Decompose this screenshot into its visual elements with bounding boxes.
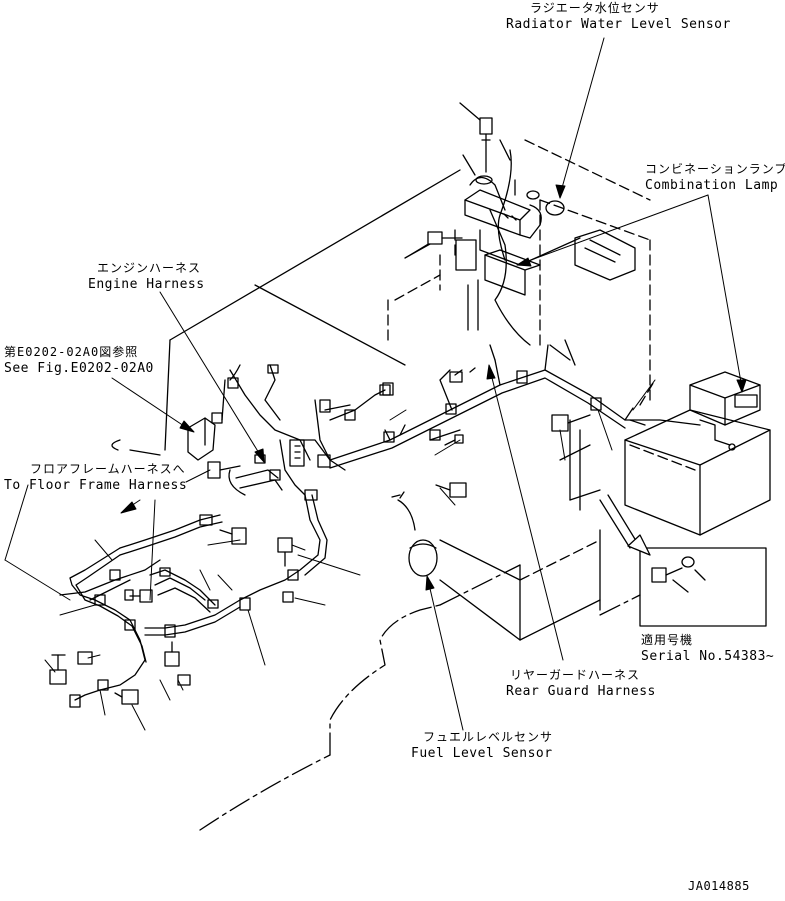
rear-guard-label-jp: リヤーガードハーネス (510, 668, 641, 682)
serial-inset (600, 495, 766, 626)
bolts (50, 415, 590, 704)
fuel-level-sensor (409, 540, 437, 576)
drawing-code: JA014885 (688, 879, 750, 893)
battery-box (550, 340, 770, 535)
radiator-assembly (405, 103, 635, 345)
serial-label-jp: 適用号機 (641, 633, 694, 647)
frame-outline (112, 140, 655, 830)
combination-lamp-label-jp: コンビネーションランプ (645, 162, 785, 176)
combination-lamp-label: Combination Lamp (645, 178, 779, 193)
engine-harness-label: Engine Harness (88, 277, 205, 292)
fuel-sensor-label-jp: フュエルレベルセンサ (423, 730, 554, 744)
combination-lamp (690, 372, 760, 450)
floor-frame-label-jp: フロアフレームハーネスへ (30, 462, 186, 476)
rear-guard-label: Rear Guard Harness (506, 684, 656, 699)
connectors (70, 365, 645, 707)
serial-label: Serial No.54383~ (641, 649, 775, 664)
see-fig-label-jp: 第E0202-02A0図参照 (4, 345, 139, 359)
radiator-sensor-label: Radiator Water Level Sensor (506, 17, 731, 32)
radiator-sensor-label-jp: ラジエータ水位センサ (530, 1, 660, 15)
engine-harness-label-jp: エンジンハーネス (97, 261, 202, 275)
main-harness (60, 345, 700, 700)
see-fig-label: See Fig.E0202-02A0 (4, 361, 154, 376)
floor-frame-label: To Floor Frame Harness (4, 478, 188, 493)
leader-lines (5, 38, 746, 730)
see-fig-bracket (188, 418, 215, 460)
fuel-sensor-label: Fuel Level Sensor (411, 746, 553, 761)
